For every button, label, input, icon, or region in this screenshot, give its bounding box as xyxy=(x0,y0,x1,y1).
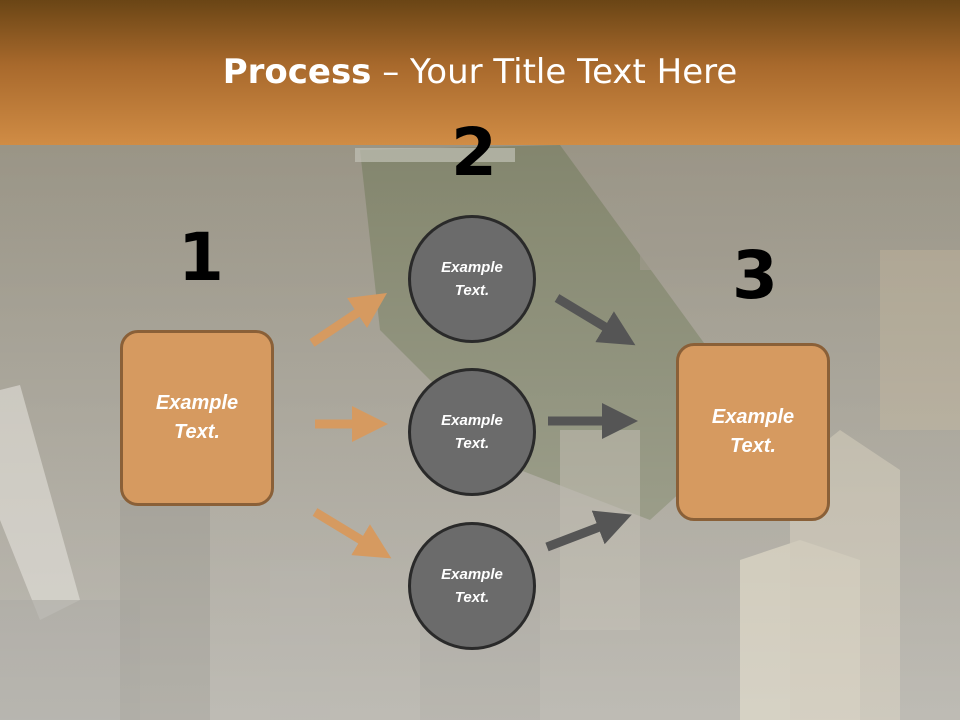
step-3-text-line2: Text. xyxy=(730,435,776,457)
step-number-2: 2 xyxy=(451,114,497,191)
arrow-2-top-to-3 xyxy=(554,294,636,346)
circle-text-line1: Example xyxy=(441,411,503,429)
arrow-1-to-2-top xyxy=(309,293,387,347)
circle-text-line1: Example xyxy=(441,258,503,276)
circle-text-line2: Text. xyxy=(454,589,490,606)
title-bar xyxy=(0,0,960,145)
circle-text-line1: Example xyxy=(441,565,503,583)
title-bold: Process xyxy=(222,52,372,92)
step-1-text-line1: Example xyxy=(155,392,239,414)
page-title: Process – Your Title Text Here xyxy=(0,52,960,92)
circle-text-line2: Text. xyxy=(454,282,490,299)
arrow-2-bottom-to-3 xyxy=(545,510,632,552)
title-rest: – Your Title Text Here xyxy=(371,52,738,92)
step-1-text-line2: Text. xyxy=(174,421,220,443)
step-number-3: 3 xyxy=(732,237,778,314)
circle-text-line2: Text. xyxy=(454,435,490,452)
step-number-1: 1 xyxy=(178,219,224,296)
step-3-text-line1: Example xyxy=(711,406,795,428)
arrow-1-to-2-bottom xyxy=(312,508,392,559)
